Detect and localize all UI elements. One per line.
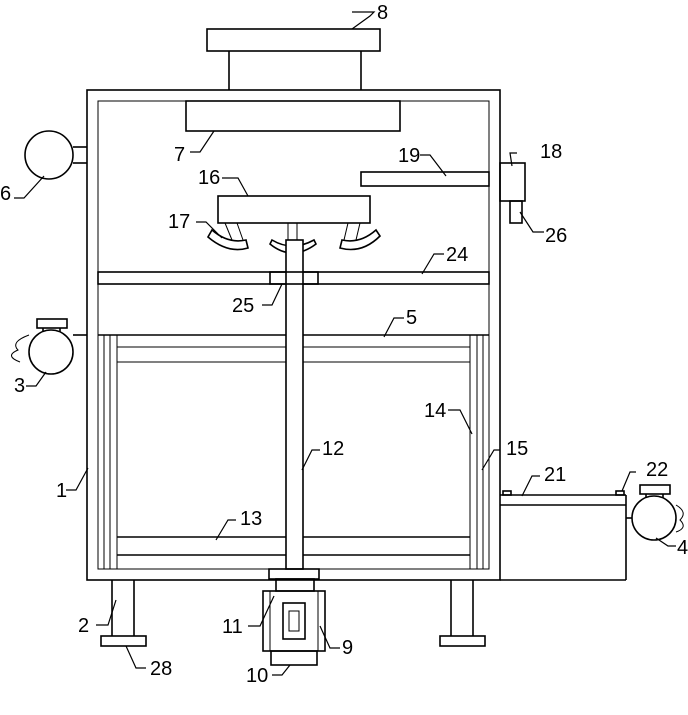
- motor-terminal: [282, 602, 306, 640]
- label-17: 17: [168, 211, 190, 233]
- label-7: 7: [174, 144, 185, 166]
- label-26: 26: [545, 225, 567, 247]
- leader-8: [351, 11, 376, 30]
- leader-12: [301, 449, 320, 471]
- pump-right-break: [675, 504, 684, 533]
- shaft-coupling: [269, 271, 319, 285]
- label-19: 19: [398, 145, 420, 167]
- leader-14: [448, 409, 473, 435]
- pump-right-cap: [639, 484, 671, 495]
- label-16: 16: [198, 167, 220, 189]
- label-24: 24: [446, 244, 468, 266]
- motor-base: [270, 650, 318, 666]
- nozzle-center: [268, 238, 318, 254]
- motor-terminal-inner: [288, 610, 300, 632]
- side-sensor: [509, 200, 523, 224]
- leader-4: [655, 537, 676, 547]
- label-12: 12: [322, 438, 344, 460]
- leader-3: [26, 371, 47, 387]
- top-block: [185, 100, 401, 132]
- label-14: 14: [424, 400, 446, 422]
- leader-22: [621, 471, 636, 492]
- spray-head: [217, 195, 371, 224]
- leader-16: [222, 177, 249, 197]
- leader-19: [420, 154, 447, 177]
- nozzle-right: [339, 228, 382, 251]
- label-18: 18: [540, 141, 562, 163]
- side-box: [499, 162, 526, 202]
- nozzle-right-stem-2: [355, 222, 361, 241]
- leg-left-foot: [100, 635, 147, 647]
- label-15: 15: [506, 438, 528, 460]
- pump-left-cap: [36, 318, 68, 329]
- label-6: 6: [0, 183, 11, 205]
- leader-26: [519, 211, 544, 233]
- leader-11: [248, 595, 275, 627]
- leader-28: [125, 645, 146, 669]
- leader-15: [481, 449, 500, 471]
- label-1: 1: [56, 480, 67, 502]
- label-21: 21: [544, 464, 566, 486]
- leader-24: [421, 253, 444, 275]
- leader-13: [215, 519, 236, 541]
- label-13: 13: [240, 508, 262, 530]
- label-9: 9: [342, 637, 353, 659]
- label-22: 22: [646, 459, 668, 481]
- leader-2: [96, 599, 117, 626]
- leader-25: [262, 283, 283, 306]
- leader-21: [521, 475, 540, 497]
- leader-6: [14, 175, 45, 199]
- label-2: 2: [78, 615, 89, 637]
- label-5: 5: [406, 307, 417, 329]
- central-shaft: [285, 239, 304, 570]
- side-arm: [360, 171, 490, 187]
- leader-9: [319, 625, 340, 649]
- label-11: 11: [222, 616, 243, 638]
- label-8: 8: [377, 2, 388, 24]
- duct-tab-right: [615, 490, 625, 496]
- pump-right-circle: [631, 495, 677, 541]
- label-25: 25: [232, 295, 254, 317]
- nozzle-left: [206, 228, 249, 251]
- blower-circle: [24, 130, 74, 180]
- pump-left-break: [11, 334, 30, 363]
- duct-tab-left: [502, 490, 512, 496]
- top-inlet-cap: [206, 28, 381, 52]
- nozzle-left-stem-2: [236, 222, 244, 241]
- label-28: 28: [150, 658, 172, 680]
- leader-10: [272, 664, 291, 676]
- leader-7: [190, 130, 215, 153]
- label-3: 3: [14, 375, 25, 397]
- leader-5: [383, 317, 404, 338]
- label-10: 10: [246, 665, 268, 687]
- leader-lines: [14, 11, 676, 676]
- nozzle-right-stem: [343, 222, 349, 241]
- leader-17: [196, 221, 223, 239]
- leader-18: [509, 152, 517, 167]
- leader-1: [66, 467, 89, 491]
- leg-right-foot: [439, 635, 486, 647]
- motor-coupling: [268, 568, 320, 580]
- nozzle-left-stem: [224, 222, 233, 241]
- pump-left-circle: [28, 329, 74, 375]
- label-4: 4: [677, 537, 688, 559]
